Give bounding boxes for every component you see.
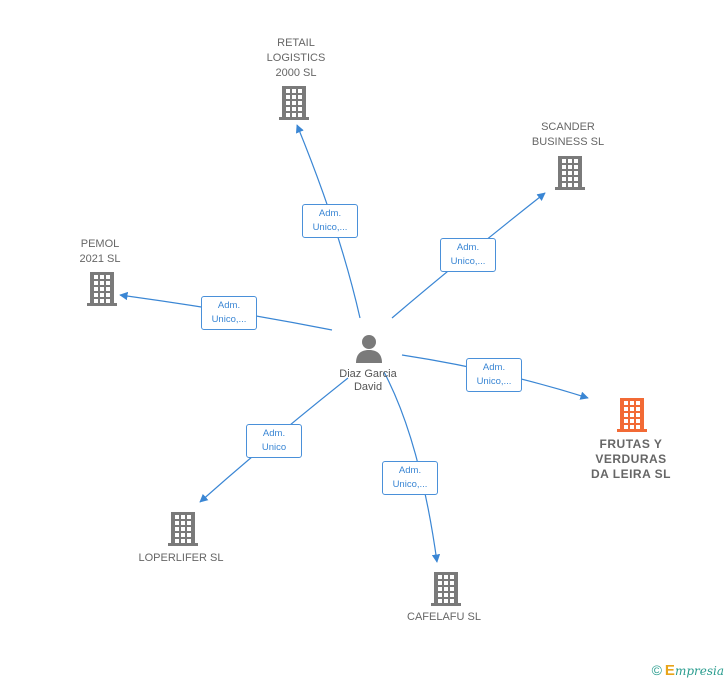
role-label-cafelafu[interactable]: Adm. Unico,...: [382, 461, 438, 495]
company-name-pemol[interactable]: PEMOL 2021 SL: [79, 238, 121, 265]
building-icon[interactable]: [617, 398, 647, 437]
company-name-scander[interactable]: SCANDER BUSINESS SL: [531, 121, 605, 148]
role-label-scander[interactable]: Adm. Unico,...: [440, 238, 496, 272]
person-icon[interactable]: [354, 333, 384, 363]
brand-name: mpresia: [674, 664, 724, 678]
edge-cafelafu: [383, 371, 441, 563]
company-name-frutas[interactable]: FRUTAS Y VERDURAS DA LEIRA SL: [591, 437, 671, 481]
building-icon[interactable]: [168, 512, 198, 551]
role-label-pemol[interactable]: Adm. Unico,...: [201, 296, 257, 330]
role-label-frutas[interactable]: Adm. Unico,...: [466, 358, 522, 392]
footer-brand: ©Empresia: [652, 662, 724, 679]
building-icon[interactable]: [279, 86, 309, 125]
person-name[interactable]: Diaz Garcia David: [339, 368, 397, 393]
brand-initial: E: [664, 662, 675, 679]
role-label-retail[interactable]: Adm. Unico,...: [302, 204, 358, 238]
company-name-retail[interactable]: RETAIL LOGISTICS 2000 SL: [266, 37, 326, 79]
role-label-loperlifer[interactable]: Adm. Unico: [246, 424, 302, 458]
copyright-icon: ©: [651, 662, 662, 678]
building-icon[interactable]: [431, 572, 461, 611]
company-name-cafelafu[interactable]: CAFELAFU SL: [407, 611, 481, 623]
building-icon[interactable]: [555, 156, 585, 195]
company-name-loperlifer[interactable]: LOPERLIFER SL: [138, 552, 224, 564]
building-icon[interactable]: [87, 272, 117, 311]
